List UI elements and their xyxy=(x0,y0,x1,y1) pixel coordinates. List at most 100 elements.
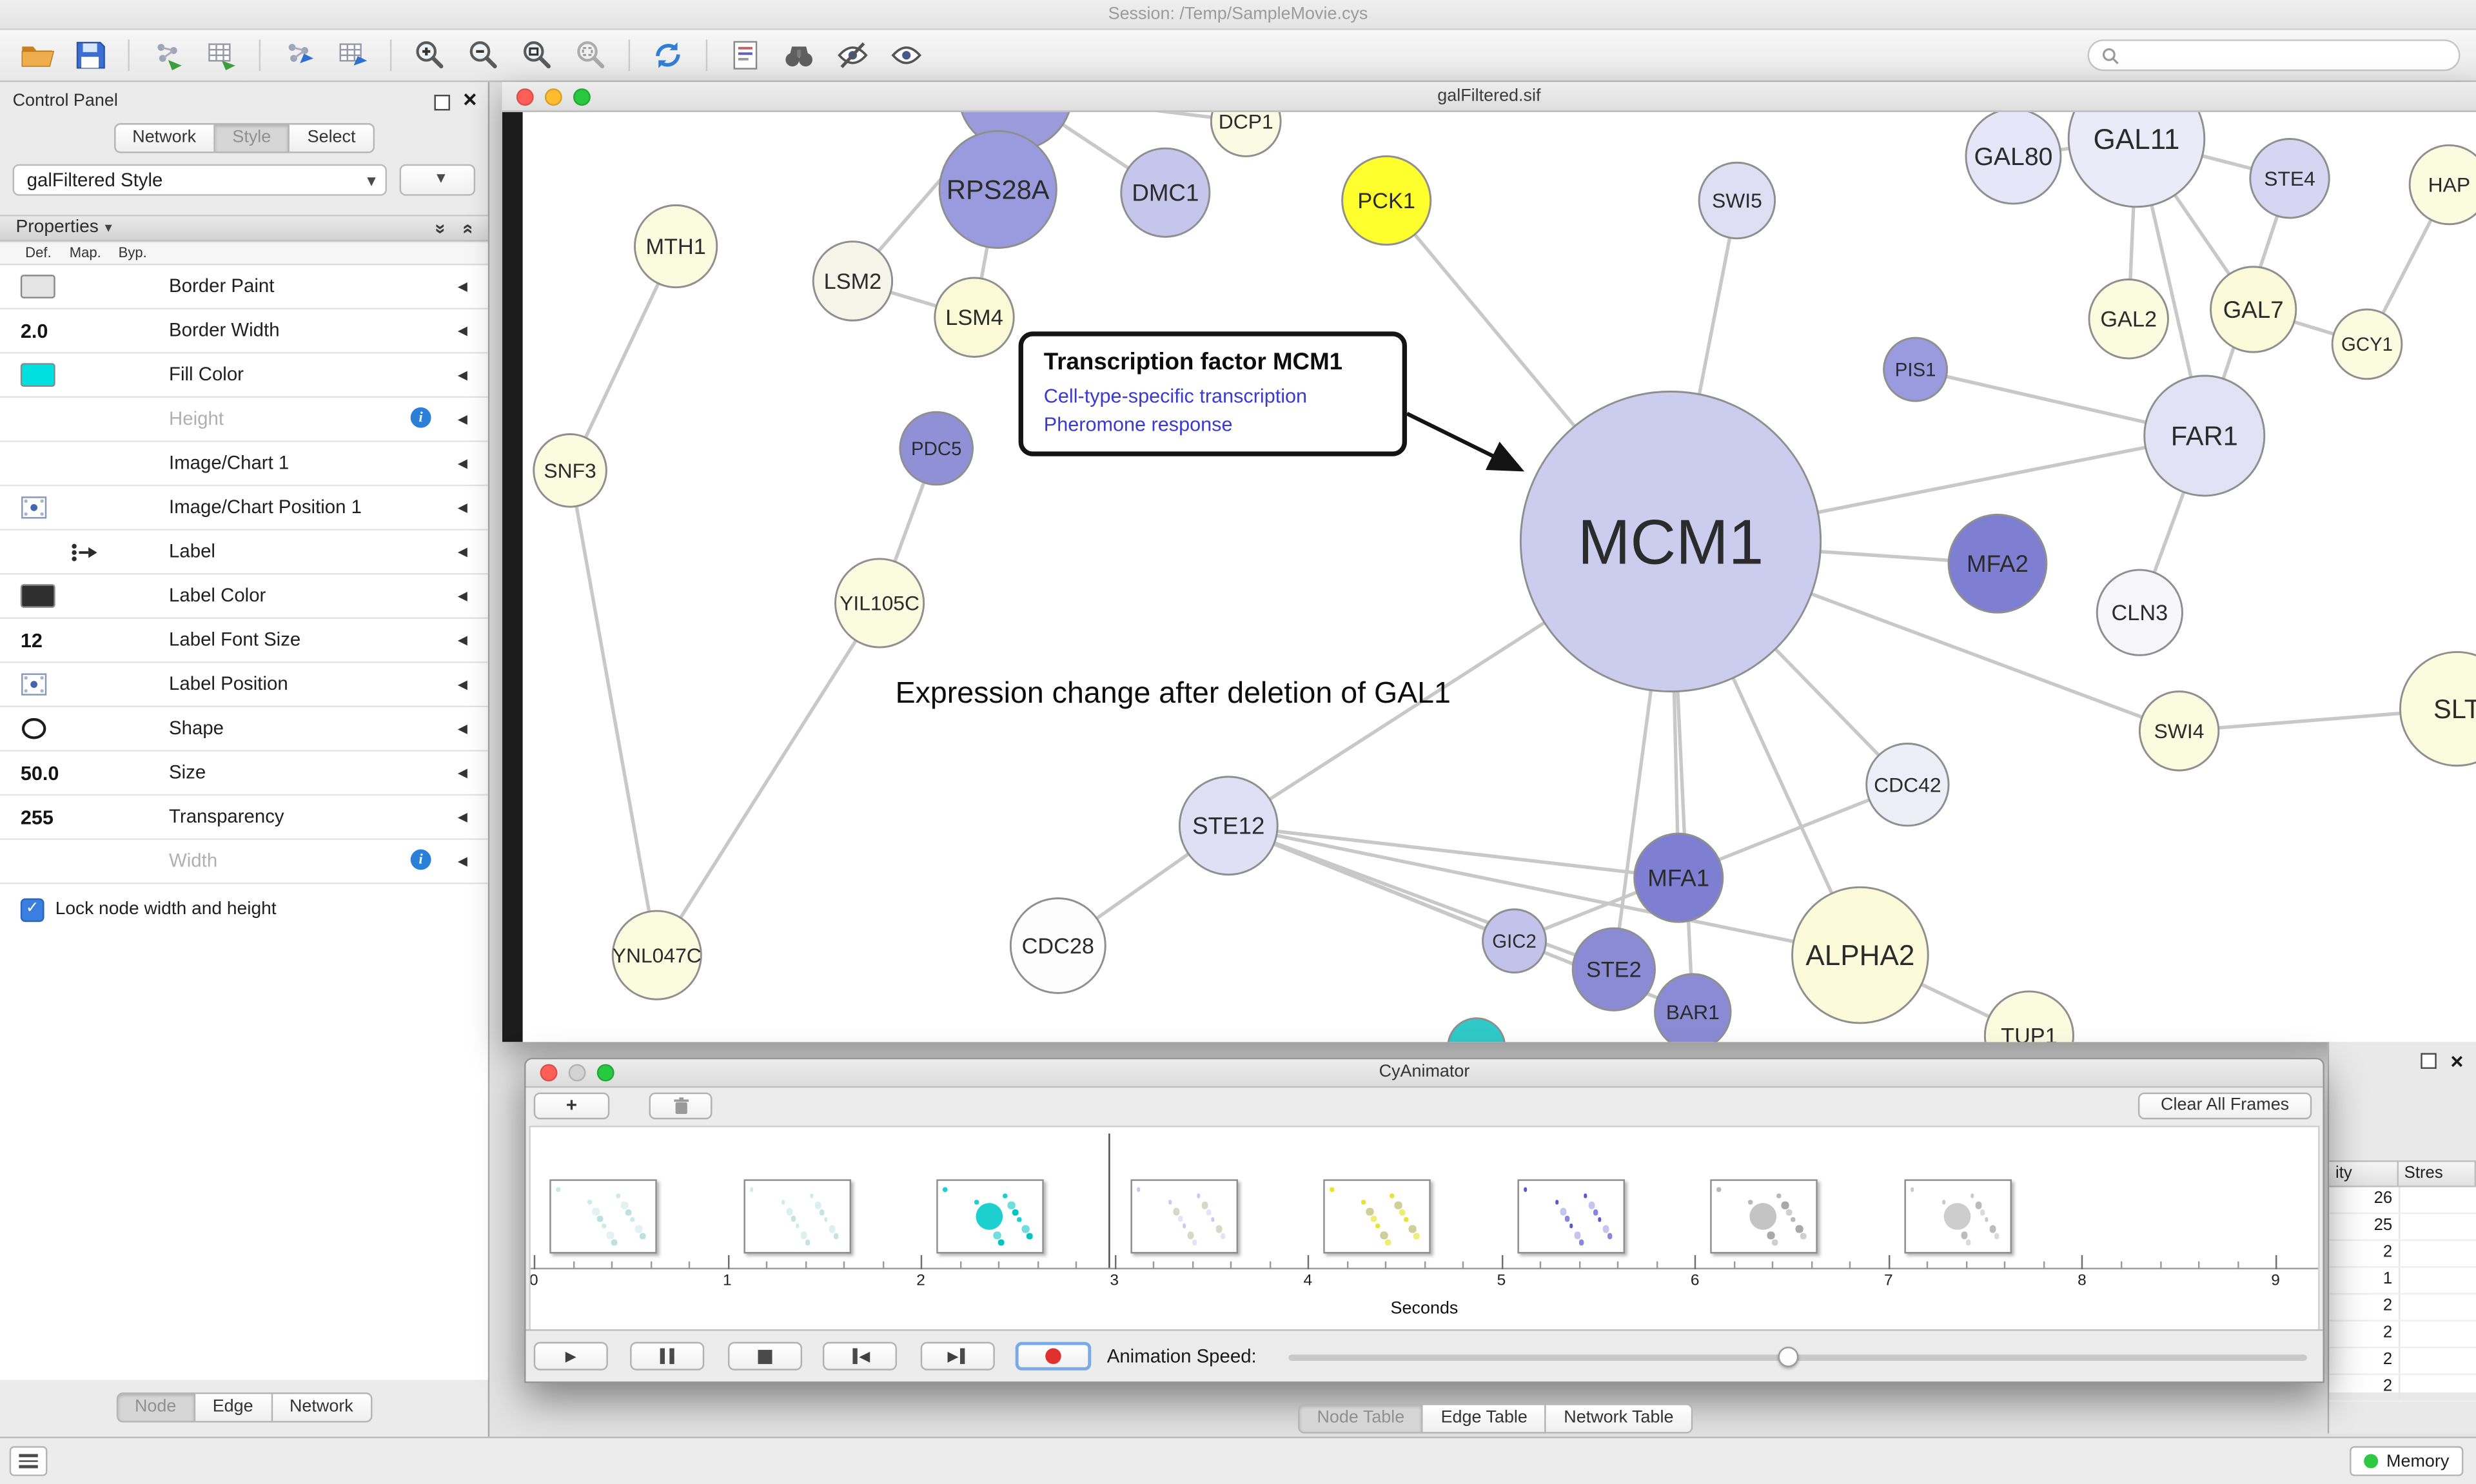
table-row[interactable]: 2 xyxy=(2329,1348,2476,1375)
network-node-dcp1[interactable]: DCP1 xyxy=(1211,112,1281,157)
style-selector[interactable]: galFiltered Style ▾ xyxy=(13,164,387,196)
skip-forward-button[interactable]: ▶ xyxy=(921,1342,995,1371)
frame-thumbnail-5[interactable] xyxy=(1517,1179,1625,1253)
network-node-slt[interactable]: SLT xyxy=(2400,652,2476,765)
expand-arrow-icon[interactable]: ◀ xyxy=(458,678,467,692)
network-node-pdc5[interactable]: PDC5 xyxy=(900,412,973,485)
slider-thumb[interactable] xyxy=(1778,1347,1799,1367)
network-node-yil105c[interactable]: YIL105C xyxy=(836,559,924,647)
open-session-button[interactable] xyxy=(13,35,60,76)
network-node-swi5[interactable]: SWI5 xyxy=(1699,162,1775,239)
network-node-ste12[interactable]: STE12 xyxy=(1179,777,1277,875)
default-value-cell[interactable] xyxy=(21,362,65,389)
network-node-bar1[interactable]: BAR1 xyxy=(1655,974,1731,1042)
network-node-mfa2[interactable]: MFA2 xyxy=(1949,514,2047,612)
network-node-pck1[interactable]: PCK1 xyxy=(1342,156,1431,244)
property-row-label-color[interactable]: Label Color◀ xyxy=(0,574,488,619)
search-field[interactable] xyxy=(2088,39,2461,71)
default-value-cell[interactable] xyxy=(21,583,65,610)
minimize-window-button[interactable] xyxy=(569,1064,586,1082)
skip-back-button[interactable]: ◀ xyxy=(823,1342,897,1371)
network-node-pis1[interactable]: PIS1 xyxy=(1884,338,1947,401)
default-value-cell[interactable] xyxy=(21,405,65,433)
animation-speed-slider[interactable] xyxy=(1288,1354,2307,1361)
network-node-gic2[interactable]: GIC2 xyxy=(1483,910,1546,973)
expand-arrow-icon[interactable]: ◀ xyxy=(458,456,467,471)
tab-network[interactable]: Network xyxy=(113,123,215,153)
property-row-image-chart-1[interactable]: Image/Chart 1◀ xyxy=(0,442,488,487)
table-row[interactable]: 25 xyxy=(2329,1214,2476,1241)
expand-arrow-icon[interactable]: ◀ xyxy=(458,279,467,293)
network-node-swi4[interactable]: SWI4 xyxy=(2139,692,2218,770)
table-column-ity[interactable]: ity xyxy=(2329,1160,2398,1187)
property-row-transparency[interactable]: 255Transparency◀ xyxy=(0,796,488,840)
network-canvas[interactable]: RPS28ADMC1DCP1PCK1SWI5GAL80GAL11STE4HAPM… xyxy=(502,112,2476,1042)
network-node-cdc28[interactable]: CDC28 xyxy=(1010,898,1105,993)
frame-thumbnail-6[interactable] xyxy=(1711,1179,1818,1253)
frame-thumbnail-4[interactable] xyxy=(1324,1179,1431,1253)
network-node-mth1[interactable]: MTH1 xyxy=(634,205,716,287)
stop-button[interactable] xyxy=(728,1342,802,1371)
network-node-gcy1[interactable]: GCY1 xyxy=(2332,309,2402,379)
frame-thumbnail-1[interactable] xyxy=(743,1179,850,1253)
network-node-dmc1[interactable]: DMC1 xyxy=(1121,148,1210,237)
close-window-button[interactable] xyxy=(516,88,534,106)
table-row[interactable]: 1 xyxy=(2329,1268,2476,1295)
zoom-window-button[interactable] xyxy=(573,88,591,106)
mapping-value-cell[interactable] xyxy=(70,540,114,564)
property-row-label-font-size[interactable]: 12Label Font Size◀ xyxy=(0,619,488,663)
import-network-button[interactable] xyxy=(144,35,191,76)
frame-thumbnail-7[interactable] xyxy=(1904,1179,2012,1253)
expand-arrow-icon[interactable]: ◀ xyxy=(458,545,467,559)
float-window-icon[interactable] xyxy=(434,95,449,110)
network-window-titlebar[interactable]: galFiltered.sif xyxy=(502,82,2476,112)
add-frame-button[interactable]: + xyxy=(534,1093,610,1120)
tab-style[interactable]: Style xyxy=(215,123,290,153)
network-node-gal2[interactable]: GAL2 xyxy=(2089,279,2168,358)
zoom-in-button[interactable] xyxy=(406,35,453,76)
properties-section-header[interactable]: Properties▾ » » xyxy=(0,215,488,242)
frame-thumbnail-0[interactable] xyxy=(549,1179,657,1253)
close-panel-icon[interactable]: × xyxy=(463,87,477,115)
expand-arrow-icon[interactable]: ◀ xyxy=(458,412,467,426)
panel-tab-network[interactable]: Network xyxy=(272,1392,372,1423)
zoom-out-button[interactable] xyxy=(460,35,507,76)
property-row-fill-color[interactable]: Fill Color◀ xyxy=(0,354,488,398)
save-session-button[interactable] xyxy=(66,35,113,76)
property-row-label[interactable]: Label◀ xyxy=(0,531,488,575)
zoom-window-button[interactable] xyxy=(597,1064,614,1082)
tab-select[interactable]: Select xyxy=(290,123,375,153)
import-table-button[interactable] xyxy=(197,35,244,76)
lock-node-size-row[interactable]: ✓ Lock node width and height xyxy=(21,895,277,924)
property-row-width[interactable]: Widthi◀ xyxy=(0,840,488,884)
network-node-node_cyan[interactable] xyxy=(1448,1019,1505,1042)
zoom-selected-button[interactable] xyxy=(567,35,614,76)
frame-thumbnail-2[interactable] xyxy=(937,1179,1045,1253)
network-node-ste2[interactable]: STE2 xyxy=(1573,928,1655,1010)
info-icon[interactable]: i xyxy=(411,407,431,428)
default-value-cell[interactable] xyxy=(21,715,65,742)
table-row[interactable]: 2 xyxy=(2329,1322,2476,1349)
animation-timeline[interactable]: Seconds 0123456789 xyxy=(529,1126,2319,1331)
table-tab-node-table[interactable]: Node Table xyxy=(1298,1403,1424,1434)
default-value-cell[interactable] xyxy=(21,450,65,477)
expand-arrow-icon[interactable]: ◀ xyxy=(458,589,467,603)
pause-button[interactable] xyxy=(630,1342,704,1371)
close-panel-icon[interactable]: × xyxy=(2450,1051,2463,1070)
expand-arrow-icon[interactable]: ◀ xyxy=(458,500,467,514)
search-network-button[interactable] xyxy=(775,35,822,76)
table-tab-edge-table[interactable]: Edge Table xyxy=(1424,1403,1547,1434)
table-row[interactable]: 2 xyxy=(2329,1241,2476,1268)
timeline-playhead[interactable] xyxy=(1108,1133,1110,1267)
show-graphics-details-button[interactable] xyxy=(722,35,769,76)
property-row-shape[interactable]: Shape◀ xyxy=(0,707,488,752)
text-annotation[interactable]: Expression change after deletion of GAL1 xyxy=(896,678,1451,712)
network-node-rps28a[interactable]: RPS28A xyxy=(939,131,1056,248)
default-value-cell[interactable]: 255 xyxy=(21,804,65,831)
collapse-all-icon[interactable]: » xyxy=(456,224,478,234)
annotation-box[interactable]: Transcription factor MCM1 Cell-type-spec… xyxy=(1019,331,1407,456)
network-node-mcm1[interactable]: MCM1 xyxy=(1520,391,1820,691)
clear-all-frames-button[interactable]: Clear All Frames xyxy=(2138,1093,2312,1120)
play-button[interactable]: ▶ xyxy=(534,1342,608,1371)
hide-selected-button[interactable] xyxy=(829,35,876,76)
